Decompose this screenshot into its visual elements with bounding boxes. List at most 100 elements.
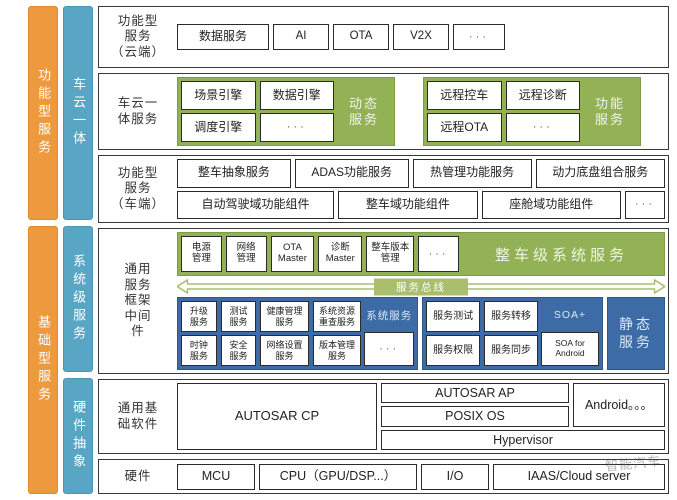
group-tag-line: 服务 [348,111,379,127]
dynamic-row-1: 场景引擎 数据引擎 [181,81,334,110]
row-common-service-framework: 通用 服务 框架 中间 件 电源 管理 网络 管理 [98,228,669,374]
group-tag-function-service: 功能 服务 [583,81,637,142]
cell-line: 服务 [327,350,346,361]
cell-cockpit-domain-component[interactable]: 座舱域功能组件 [481,190,621,219]
cell-ai[interactable]: AI [273,24,329,50]
base-software-os-column: AUTOSAR AP POSIX OS [381,383,569,427]
band-basic-service: 基础型服务 [28,226,58,494]
cell-line: 升级 [189,306,208,317]
cell-remote-diagnosis[interactable]: 远程诊断 [505,81,580,110]
cell-security-service[interactable]: 安全 服务 [220,335,257,366]
service-bus-label: 服务总线 [374,278,468,295]
base-software-top: AUTOSAR AP POSIX OS Android。。。 [381,383,665,427]
cell-vehicle-version-management[interactable]: 整车版本 管理 [366,236,415,272]
group-vehicle-system-service: 电源 管理 网络 管理 OTA Master 诊断 [177,232,665,276]
cell-mcu[interactable]: MCU [177,463,255,490]
cell-ota[interactable]: OTA [333,24,389,50]
cell-autonomous-domain-component[interactable]: 自动驾驶域功能组件 [177,190,335,219]
cell-vehicle-domain-component[interactable]: 整车域功能组件 [338,190,478,219]
cell-remote-ota[interactable]: 远程OTA [427,113,502,142]
group-tag-system-service: 系统服务 [366,309,413,322]
cell-autosar-ap[interactable]: AUTOSAR AP [381,383,569,404]
service-bus: 服务总线 [177,278,665,295]
hardware-items: MCU CPU（GPU/DSP...） I/O IAAS/Cloud serve… [177,463,665,490]
cell-line: 管理 [380,253,400,264]
row-body-hardware: MCU CPU（GPU/DSP...） I/O IAAS/Cloud serve… [177,463,665,490]
row-hardware: 硬件 MCU CPU（GPU/DSP...） I/O IAAS/Cloud se… [98,459,669,494]
cell-line: Android [555,348,585,358]
cell-more[interactable]: ··· [364,332,415,366]
cell-service-transfer[interactable]: 服务转移 [484,301,539,332]
system-service-grid: 升级 服务 测试 服务 健康管理 服务 [181,301,362,366]
cell-more[interactable]: ··· [505,113,580,142]
cell-iaas-cloud-server[interactable]: IAAS/Cloud server [493,463,665,490]
row-body-base-software: AUTOSAR CP AUTOSAR AP POSIX OS Android。。… [177,383,665,451]
row-label-vehicle-side: 功能型 服务 （车端） [102,159,174,219]
cell-io[interactable]: I/O [421,463,489,490]
cell-data-service[interactable]: 数据服务 [177,24,269,50]
cell-remote-control[interactable]: 远程控车 [427,81,502,110]
cell-network-setting-service[interactable]: 网络设置 服务 [260,335,309,366]
cell-adas-function-service[interactable]: ADAS功能服务 [294,159,409,188]
row-label-line: （车端） [110,196,165,211]
band-column-inner: 车云一体 系统级服务 硬件抽象 [63,6,93,494]
cell-line: 健康管理 [266,306,303,317]
function-row-2: 远程OTA ··· [427,113,580,142]
main-stack: 功能型 服务 （云端） 数据服务 AI OTA V2X ··· 车云一 体服务 [98,6,669,494]
base-software-stack: AUTOSAR CP AUTOSAR AP POSIX OS Android。。… [177,383,665,451]
vehicle-side-row-1: 整车抽象服务 ADAS功能服务 热管理功能服务 动力底盘组合服务 [177,159,665,188]
row-label-line: 功能型 [117,13,159,28]
cell-v2x[interactable]: V2X [393,24,449,50]
row-label-line: 服务 [124,181,152,196]
label-vehicle-level-system-service: 整车级系统服务 [494,246,628,264]
cell-line: Master [277,253,307,264]
cell-ota-master[interactable]: OTA Master [270,236,315,272]
cell-upgrade-service[interactable]: 升级 服务 [181,301,217,332]
cell-hypervisor[interactable]: Hypervisor [381,429,665,451]
cell-service-test[interactable]: 服务测试 [426,301,481,332]
cell-vehicle-abstraction-service[interactable]: 整车抽象服务 [177,159,291,188]
cell-data-engine[interactable]: 数据引擎 [259,81,334,110]
cell-health-management-service[interactable]: 健康管理 服务 [260,301,309,332]
group-static-service: 静态 服务 [607,297,665,370]
cell-test-service[interactable]: 测试 服务 [220,301,257,332]
soa-tag-column: SOA+ SOA for Android [541,301,599,366]
cell-service-permission[interactable]: 服务权限 [426,335,481,366]
cell-cpu[interactable]: CPU（GPU/DSP...） [259,463,417,490]
cell-powertrain-chassis-service[interactable]: 动力底盘组合服务 [535,159,665,188]
function-row-1: 远程控车 远程诊断 [427,81,580,110]
vehicle-side-row-2: 自动驾驶域功能组件 整车域功能组件 座舱域功能组件 ··· [177,190,665,219]
group-tag-line: 服务 [594,111,625,127]
cell-posix-os[interactable]: POSIX OS [381,406,569,427]
cell-thermal-management-service[interactable]: 热管理功能服务 [412,159,532,188]
cell-clock-service[interactable]: 时钟 服务 [181,335,217,366]
cell-line: 重查服务 [318,316,355,327]
cell-more[interactable]: ··· [453,24,505,50]
cell-line: 系统资源 [318,306,355,317]
group-tag-line: 服务 [619,333,653,350]
cell-more[interactable]: ··· [418,236,459,272]
row-label-line: 础软件 [117,416,159,431]
cell-service-sync[interactable]: 服务同步 [484,335,539,366]
cell-power-management[interactable]: 电源 管理 [181,236,222,272]
cell-more[interactable]: ··· [625,190,665,219]
row-label-line: 体服务 [117,111,159,126]
cell-line: 安全 [229,340,248,351]
cell-system-resource-service[interactable]: 系统资源 重查服务 [312,301,362,332]
cell-scheduling-engine[interactable]: 调度引擎 [181,113,256,142]
cell-diagnosis-master[interactable]: 诊断 Master [318,236,363,272]
cell-soa-for-android[interactable]: SOA for Android [541,332,599,366]
cell-scene-engine[interactable]: 场景引擎 [181,81,256,110]
cell-android[interactable]: Android。。。 [573,383,665,427]
cell-network-management[interactable]: 网络 管理 [225,236,267,272]
cell-line: 管理 [236,253,256,264]
cell-line: 服务 [189,316,208,327]
cell-autosar-cp[interactable]: AUTOSAR CP [177,383,377,451]
service-bus-arrow-icon: 服务总线 [177,278,665,295]
blue-groups: 升级 服务 测试 服务 健康管理 服务 [177,297,665,370]
cell-more[interactable]: ··· [259,113,334,142]
cell-version-management-service[interactable]: 版本管理 服务 [312,335,362,366]
row-label-line: 服务 [124,29,152,44]
cell-line: 服务 [229,316,248,327]
row-label-line: 通用基 [117,400,159,415]
